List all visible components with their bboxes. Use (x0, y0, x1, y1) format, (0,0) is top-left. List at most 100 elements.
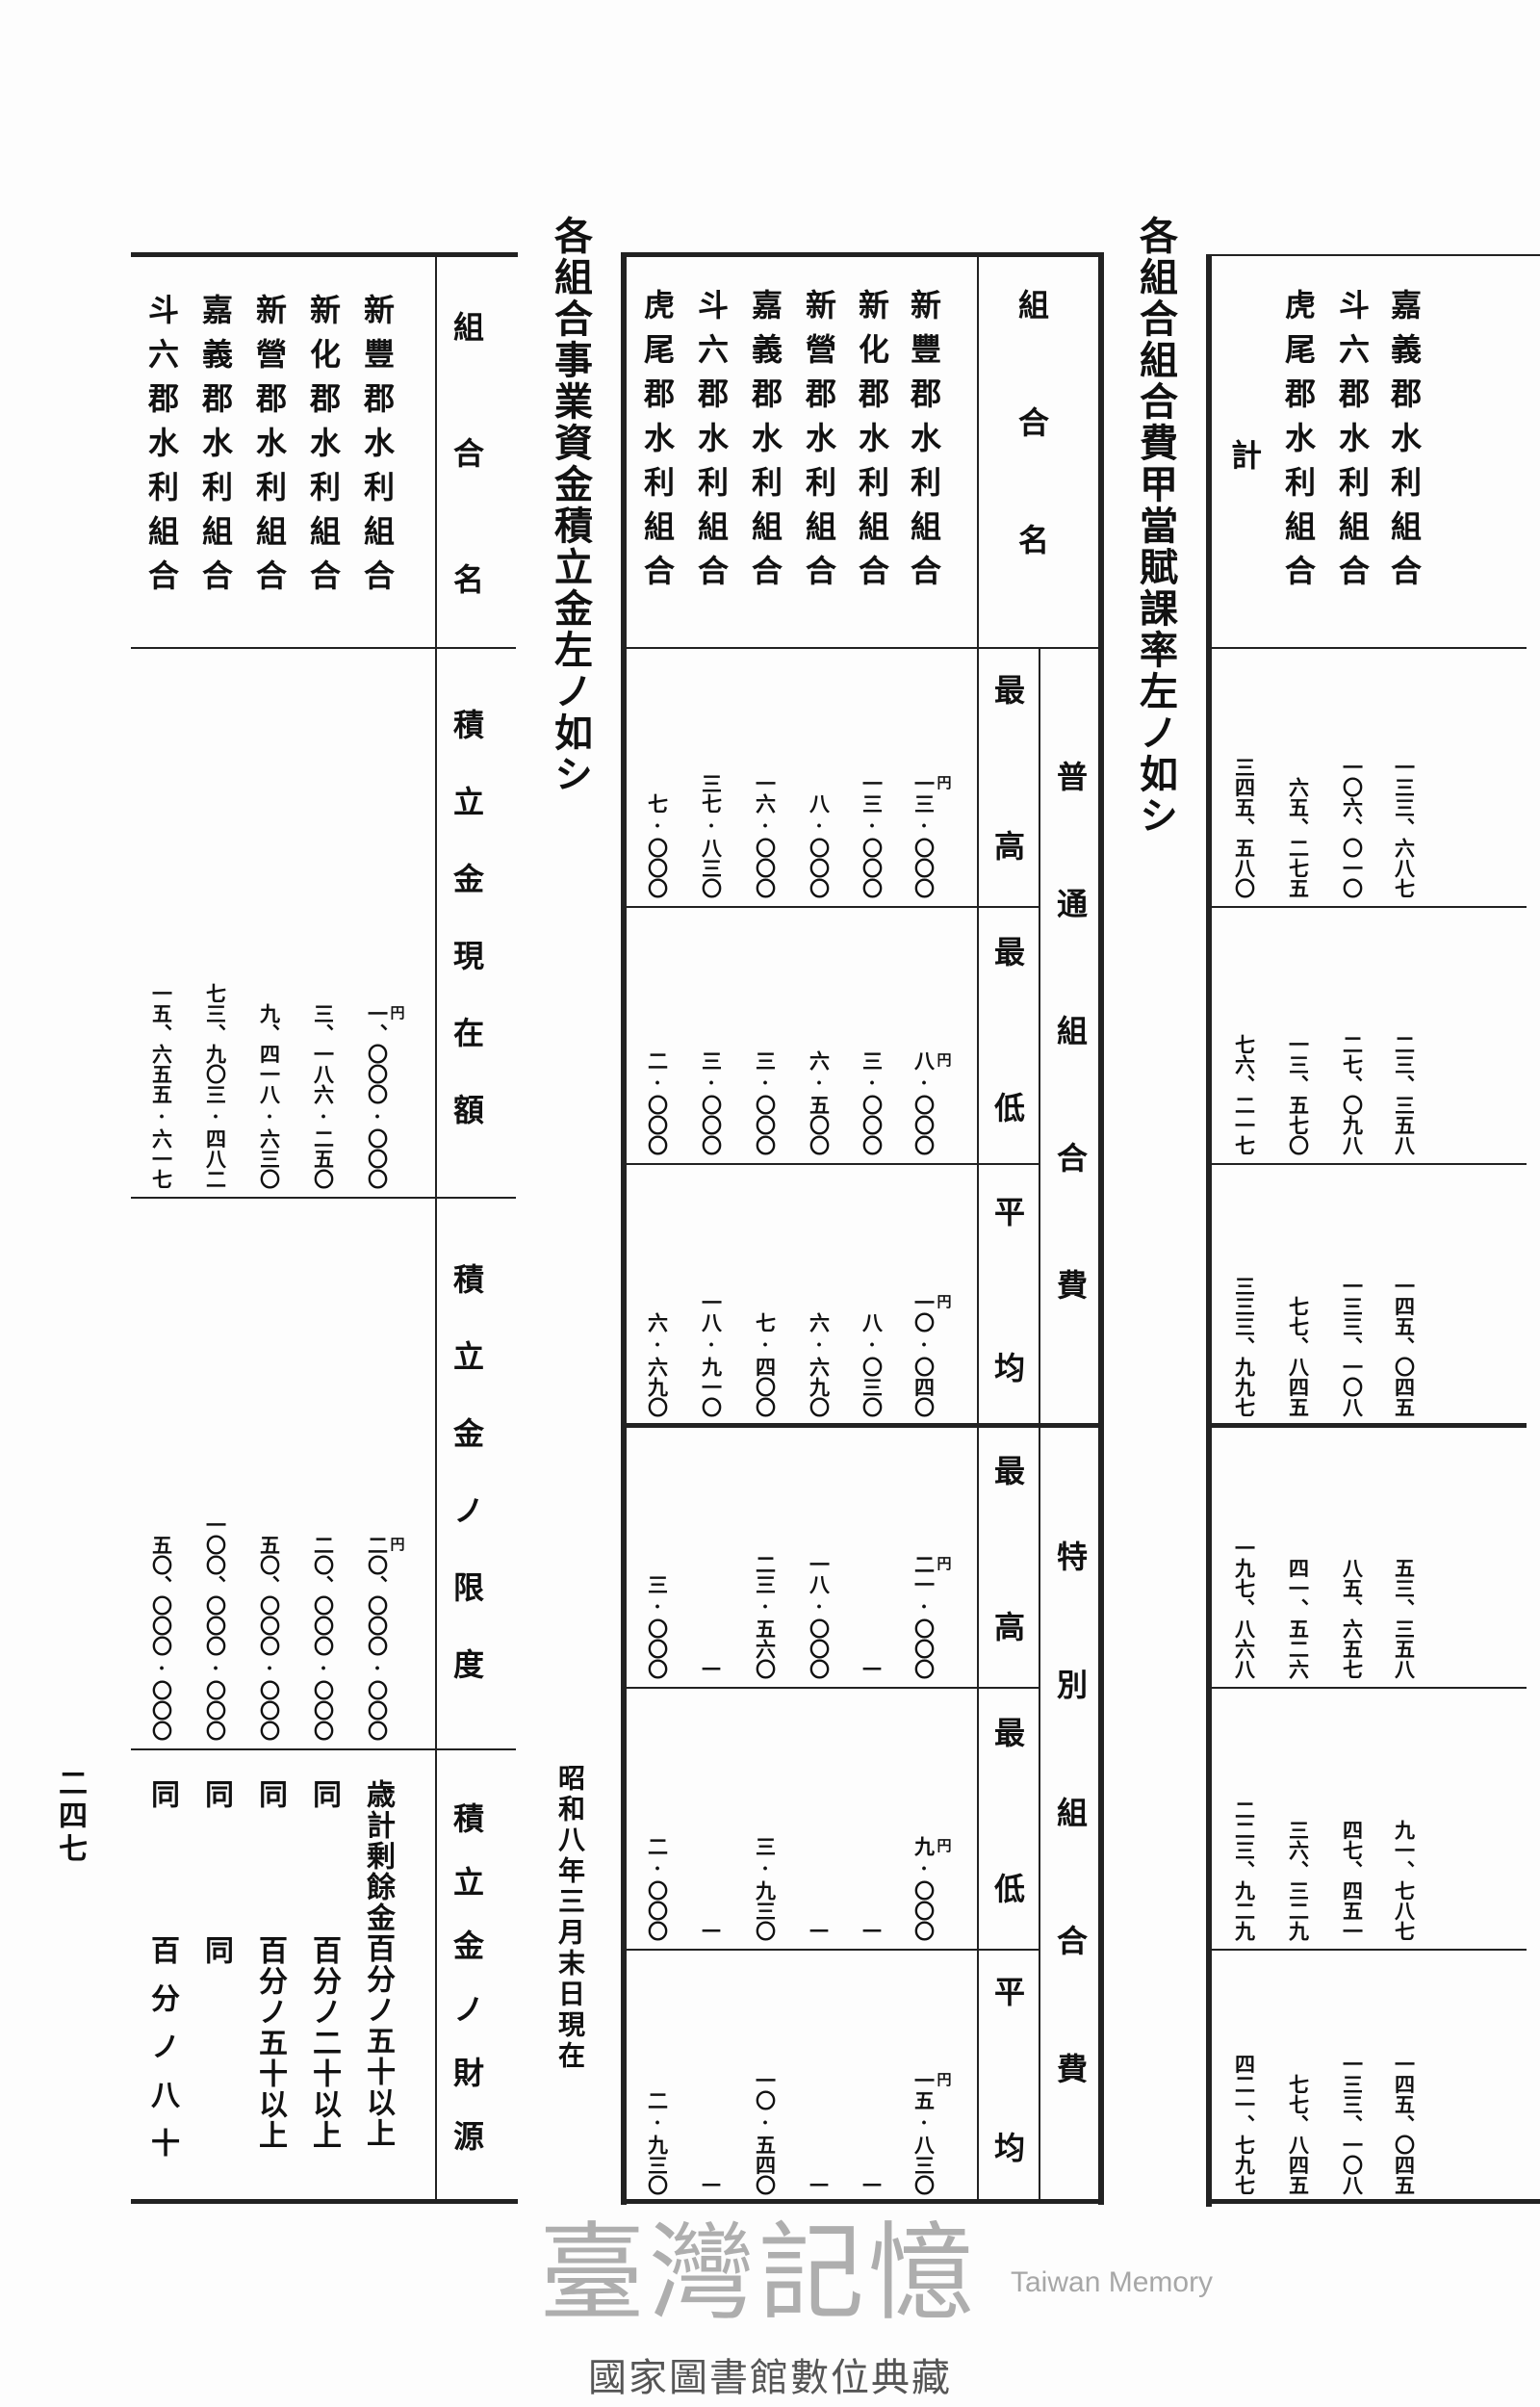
union-name: 嘉義郡水利組合 (747, 289, 783, 599)
reserve-limit: 五〇、〇〇〇·〇〇〇 (149, 1535, 174, 1741)
sub-header: 最高 (989, 674, 1026, 986)
table-border (1206, 254, 1212, 2207)
fee-rate-value: 三·〇〇〇 (645, 1574, 670, 1679)
header-union-name: 組合名 (1014, 289, 1050, 641)
fee-total-value: 三四五、五八〇 (1232, 757, 1257, 898)
union-name: 虎尾郡水利組合 (639, 289, 676, 599)
table-border (1209, 2199, 1540, 2204)
watermark-text: Taiwan Memory (1011, 2266, 1214, 2298)
header-divider (435, 254, 437, 2201)
table-border (621, 252, 627, 2205)
union-name: 新豐郡水利組合 (906, 289, 942, 599)
fee-rate-value: 三·〇〇〇 (753, 1050, 778, 1155)
row-divider (1209, 1687, 1527, 1689)
table-border (131, 2199, 518, 2204)
fee-total-value: 一四五、〇四五 (1392, 2054, 1417, 2195)
reserve-current: 一五、六五五·六一七 (149, 983, 174, 1189)
reserve-source-detail: 百分ノ二十以上 (307, 1935, 341, 2151)
yen-unit: 円 (935, 1838, 953, 1852)
row-divider (624, 647, 1099, 649)
union-name: 新營郡水利組合 (251, 294, 288, 604)
fee-total-value: 一〇六、〇一〇 (1340, 757, 1365, 898)
yen-unit: 円 (935, 1556, 953, 1570)
yen-unit: 円 (935, 2072, 953, 2086)
fee-total-value: 一九七、八六八 (1232, 1538, 1257, 1679)
reserve-source: 同 (253, 1779, 287, 1810)
sub-header: 平均 (989, 1976, 1026, 2288)
fee-total-value: 二二三、九二九 (1232, 1799, 1257, 1941)
row-divider (1209, 647, 1527, 649)
fee-rate-value: 三·九三〇 (753, 1836, 778, 1941)
fee-total-value: 一三、五七〇 (1286, 1034, 1311, 1155)
reserve-source: 同 (145, 1779, 179, 1810)
reserve-source-detail: 百分ノ八十 (145, 1935, 179, 2176)
fee-total-value: 八五、六五七 (1340, 1558, 1365, 1679)
union-name: 嘉義郡水利組合 (197, 294, 234, 604)
fee-rate-value: 二·〇〇〇 (645, 1836, 670, 1941)
header-current-amount: 積立金現在額 (449, 709, 485, 1171)
fee-rate-value: — (860, 2171, 885, 2195)
fee-rate-value: 六·五〇〇 (807, 1050, 832, 1155)
row-divider (624, 1949, 1040, 1951)
fee-rate-value: 八·〇三〇 (860, 1312, 885, 1417)
fee-rate-value: 一三·〇〇〇 (860, 773, 885, 898)
reserve-current: 七三、九〇三·四八二 (203, 983, 228, 1189)
union-name: 斗六郡水利組合 (693, 289, 730, 599)
reserve-current: 三、一八六·二五〇 (311, 1003, 336, 1189)
reserve-limit: 二〇、〇〇〇·〇〇〇 (311, 1535, 336, 1741)
union-name: 斗六郡水利組合 (143, 294, 180, 604)
union-name: 新化郡水利組合 (305, 294, 342, 604)
sub-header: 最低 (989, 1717, 1026, 2029)
fee-total-value: 四二一、七九七 (1232, 2054, 1257, 2195)
header-union-name: 組合名 (449, 311, 485, 689)
fee-rate-value: 二·九三〇 (645, 2090, 670, 2195)
fee-rate-value: 一〇·〇四〇 (911, 1292, 937, 1417)
fee-total-value: 一四五、〇四五 (1392, 1276, 1417, 1417)
yen-unit: 円 (935, 1294, 953, 1308)
row-divider (1209, 1949, 1527, 1951)
row-divider (131, 1748, 516, 1750)
fee-rate-value: — (699, 2171, 724, 2195)
reserve-source: 同 (307, 1779, 341, 1810)
fee-rate-value: 一五·八三〇 (911, 2070, 937, 2195)
fee-rate-value: 八·〇〇〇 (911, 1050, 937, 1155)
fee-rate-title: 各組合組合費甲當賦課率左ノ如シ (1133, 216, 1178, 837)
sub-header: 最低 (989, 936, 1026, 1248)
fee-total-value: 七六、二一七 (1232, 1034, 1257, 1155)
table-border (1098, 252, 1104, 2205)
union-name: 計 (1226, 439, 1263, 483)
row-divider (1209, 906, 1527, 908)
fee-total-value: 二七、〇九八 (1340, 1034, 1365, 1155)
yen-unit: 円 (388, 1537, 406, 1551)
fee-total-value: 三六、三二九 (1286, 1820, 1311, 1941)
yen-unit: 円 (388, 1005, 406, 1020)
table-border (622, 2199, 1103, 2204)
fee-total-value: 一三三、一〇八 (1340, 1276, 1365, 1417)
reserve-title: 各組合事業資金積立金左ノ如シ (548, 216, 593, 795)
reserve-source-detail: 同 (199, 1935, 233, 1966)
fee-total-value: 七七、八四五 (1286, 1296, 1311, 1417)
footer-credit: 國家圖書館數位典藏 (588, 2356, 952, 2400)
reserve-limit: 一〇〇、〇〇〇·〇〇〇 (203, 1514, 228, 1741)
reserve-source-detail: 百分ノ五十以上 (253, 1935, 287, 2151)
table-border (622, 252, 1103, 257)
fee-rate-value: 三·〇〇〇 (860, 1050, 885, 1155)
header-source: 積立金ノ財源 (449, 1802, 485, 2184)
fee-total-value: 一三三、一〇八 (1340, 2054, 1365, 2195)
fee-rate-value: 三七·八三〇 (699, 773, 724, 898)
sub-header: 最高 (989, 1455, 1026, 1767)
fee-total-value: 七七、八四五 (1286, 2074, 1311, 2195)
union-name: 新營郡水利組合 (801, 289, 837, 599)
union-name: 虎尾郡水利組合 (1280, 289, 1317, 599)
reserve-limit: 五〇、〇〇〇·〇〇〇 (257, 1535, 282, 1741)
fee-rate-value: 二·〇〇〇 (645, 1050, 670, 1155)
row-divider (131, 1197, 516, 1199)
reserve-source: 歳計剰餘金百分ノ五十以上 (361, 1779, 395, 2149)
fee-total-value: 一三三、六八七 (1392, 757, 1417, 898)
fee-total-value: 三三三、九九七 (1232, 1276, 1257, 1417)
group-header-special: 特別組合費 (1052, 1540, 1089, 2181)
fee-total-value: 二三、三五八 (1392, 1034, 1417, 1155)
fee-rate-value: — (807, 2171, 832, 2195)
yen-unit: 円 (935, 775, 953, 789)
fee-total-value: 四七、四五一 (1340, 1820, 1365, 1941)
